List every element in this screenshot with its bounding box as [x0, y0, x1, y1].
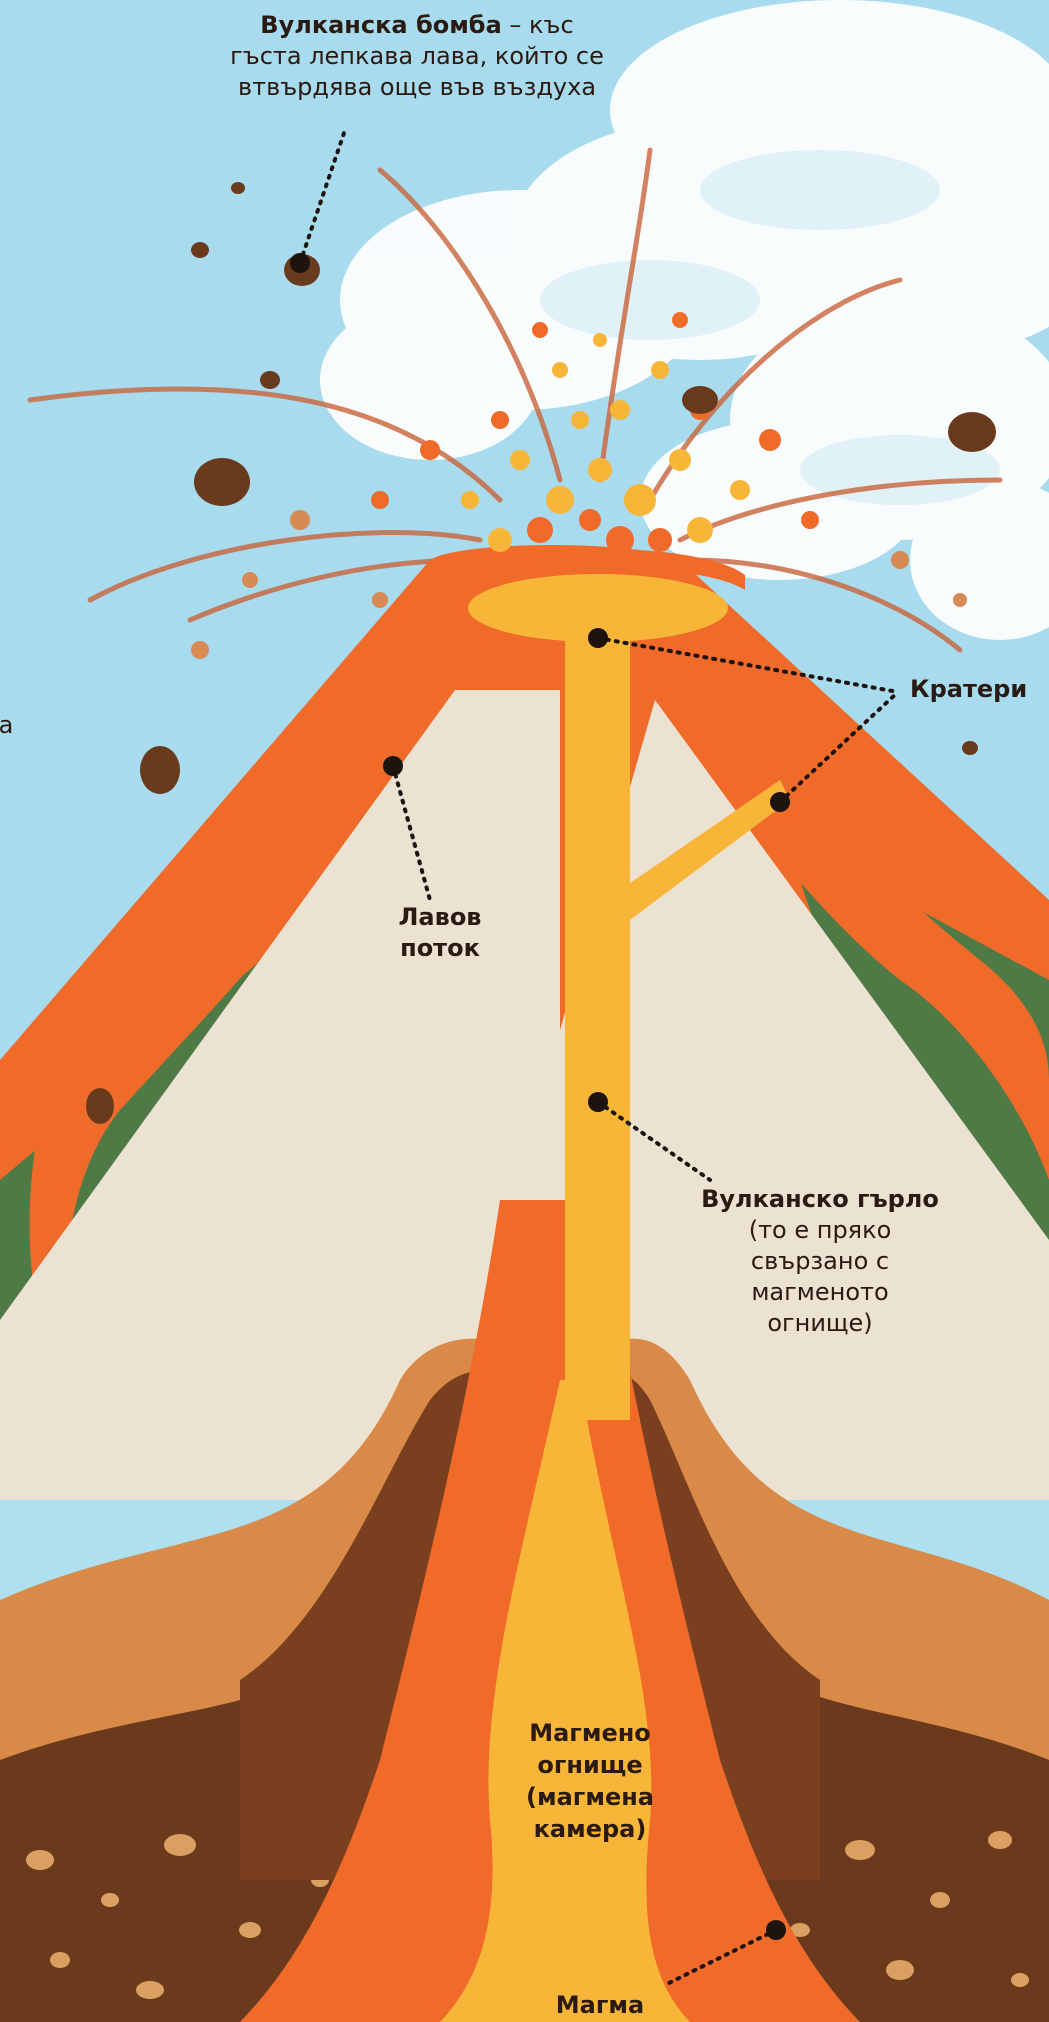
craters-title: Кратери: [910, 675, 1027, 703]
chamber-line4: камера): [510, 1813, 670, 1845]
bomb-line2: гъста лепкава лава, който се: [192, 41, 642, 72]
bomb-title: Вулканска бомба: [260, 11, 501, 39]
label-magma-chamber: Магмено огнище (магмена камера): [510, 1717, 670, 1845]
bomb-line1: Вулканска бомба – къс: [192, 10, 642, 41]
crater-dot-top: [588, 628, 608, 648]
left-edge-text: а: [0, 711, 13, 739]
label-volcanic-throat: Вулканско гърло (то е пряко свързано с м…: [690, 1184, 950, 1339]
throat-dot: [588, 1092, 608, 1112]
lava-flow-line1: Лавов: [370, 902, 510, 933]
chamber-line3: (магмена: [510, 1781, 670, 1813]
bomb-line1-rest: къс: [529, 11, 574, 39]
throat-title: Вулканско гърло: [690, 1184, 950, 1215]
label-magma: Магма: [540, 1990, 660, 2021]
bomb-dash: –: [502, 11, 529, 39]
lava-flow-line2: поток: [370, 933, 510, 964]
magma-dot: [766, 1920, 786, 1940]
volcanic-throat: [565, 620, 630, 1420]
throat-line1: (то е пряко: [690, 1215, 950, 1246]
crater-dot-side: [770, 792, 790, 812]
lava-flow-dot: [383, 756, 403, 776]
chamber-line2: огнище: [510, 1749, 670, 1781]
bomb-dot: [290, 253, 310, 273]
throat-line4: огнище): [690, 1308, 950, 1339]
throat-line3: магменото: [690, 1277, 950, 1308]
left-edge-fragment: а: [0, 710, 16, 741]
bomb-line3: втвърдява още във въздуха: [192, 72, 642, 103]
magma-title: Магма: [556, 1991, 644, 2019]
label-volcanic-bomb: Вулканска бомба – къс гъста лепкава лава…: [192, 10, 642, 103]
throat-line2: свързано с: [690, 1246, 950, 1277]
chamber-line1: Магмено: [510, 1717, 670, 1749]
label-lava-flow: Лавов поток: [370, 902, 510, 964]
label-craters: Кратери: [910, 674, 1049, 705]
